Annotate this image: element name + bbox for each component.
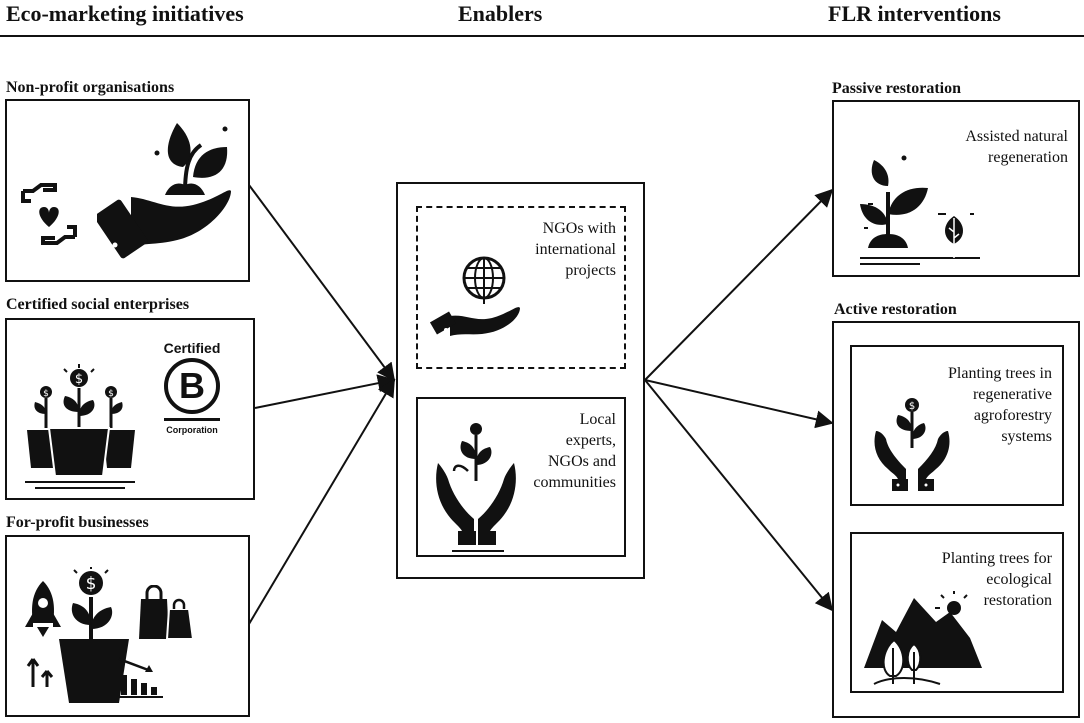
hand-globe-icon: [430, 256, 520, 336]
header-flr-interventions: FLR interventions: [828, 1, 1001, 26]
shopping-bags-icon: [139, 585, 195, 640]
social-enterprises-box: $ $ $ Certified B Corporation: [5, 318, 255, 500]
svg-text:$: $: [108, 389, 114, 399]
money-plant-pots-icon: $ $ $: [25, 364, 135, 489]
active-restoration-title: Active restoration: [834, 301, 957, 318]
b-corp-corporation-label: Corporation: [166, 425, 218, 435]
money-plant-pot-icon: $: [59, 567, 129, 703]
svg-text:$: $: [909, 401, 915, 412]
svg-text:$: $: [75, 372, 83, 387]
hand-plant-icon: [97, 123, 231, 259]
b-corp-underline: [164, 418, 220, 421]
svg-text:$: $: [86, 574, 97, 594]
forprofit-title: For-profit businesses: [6, 514, 149, 531]
arrow-enablers-to-passive: [644, 188, 834, 381]
rocket-icon: [25, 581, 61, 687]
b-corp-letter: B: [164, 358, 220, 414]
arrow-enablers-to-ecological: [644, 379, 834, 612]
mountain-trees-icon: [864, 591, 982, 685]
svg-text:$: $: [43, 389, 49, 399]
arrow-enablers-to-agroforestry: [644, 379, 834, 429]
b-corp-logo: Certified B Corporation: [157, 340, 227, 440]
growth-chart-icon: [117, 657, 163, 698]
nonprofit-title: Non-profit organisations: [6, 79, 175, 96]
hands-money-plant-icon: $: [874, 398, 950, 491]
hands-plant-icon: [436, 423, 516, 552]
arrow-forprofit-to-enablers: [248, 378, 395, 625]
header-enablers: Enablers: [458, 1, 543, 26]
seedling-icon: [860, 155, 980, 265]
b-corp-certified-label: Certified: [163, 340, 221, 356]
passive-restoration-title: Passive restoration: [832, 80, 962, 97]
arrow-social-to-enablers: [254, 374, 396, 409]
hands-heart-icon: [21, 183, 77, 245]
forprofit-box: $: [5, 535, 250, 717]
social-enterprises-title: Certified social enterprises: [6, 296, 190, 313]
header-divider: [0, 35, 1084, 37]
nonprofit-box: [5, 99, 250, 282]
header-eco-marketing: Eco-marketing initiatives: [6, 1, 244, 26]
arrow-nonprofit-to-enablers: [248, 184, 396, 382]
